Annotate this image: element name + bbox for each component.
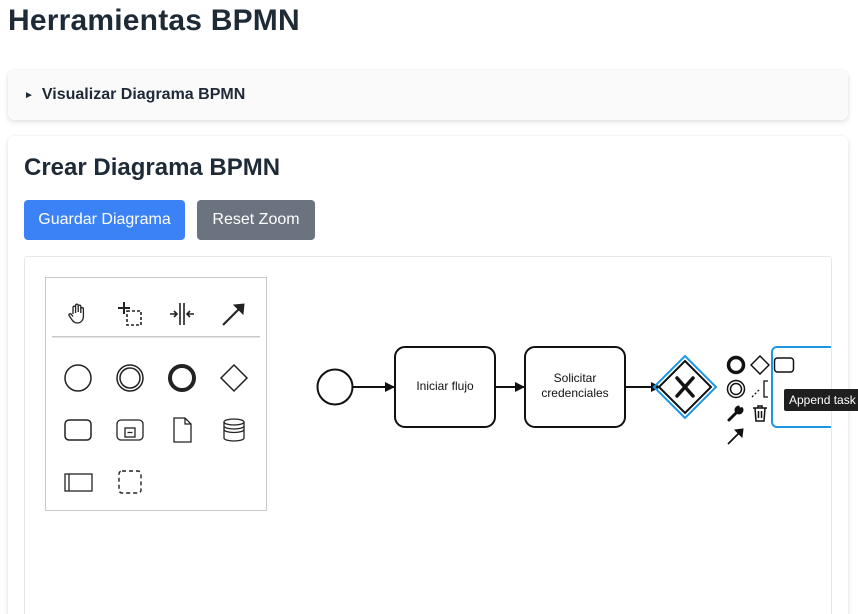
viewer-section-toggle[interactable]: ► Visualizar Diagrama BPMN: [24, 86, 245, 104]
global-connect-tool-icon[interactable]: [214, 294, 254, 334]
task-icon[interactable]: [58, 410, 98, 450]
group-icon[interactable]: [110, 462, 150, 502]
save-diagram-button[interactable]: Guardar Diagrama: [24, 200, 185, 240]
start-event: [316, 368, 354, 406]
gateway-x-marker: [675, 376, 695, 398]
task-shape-1: [394, 346, 496, 428]
bpmn-canvas[interactable]: Iniciar flujo Solicitar credenciales: [24, 256, 832, 614]
viewer-section: ► Visualizar Diagrama BPMN: [8, 70, 848, 120]
append-intermediate-event-icon[interactable]: [725, 378, 747, 400]
space-tool-icon[interactable]: [162, 294, 202, 334]
subprocess-icon[interactable]: [110, 410, 150, 450]
hand-tool-icon[interactable]: [58, 294, 98, 334]
gateway-icon[interactable]: [214, 358, 254, 398]
end-event-icon[interactable]: [162, 358, 202, 398]
change-type-wrench-icon[interactable]: [725, 402, 747, 424]
page-title: Herramientas BPMN: [8, 4, 300, 37]
data-store-icon[interactable]: [214, 410, 254, 450]
task-shape-2: [524, 346, 626, 428]
editor-section: Crear Diagrama BPMN Guardar Diagrama Res…: [8, 136, 848, 614]
diagram-svg: [316, 346, 831, 428]
editor-section-title: Crear Diagrama BPMN: [24, 154, 281, 181]
append-text-annotation-icon[interactable]: [749, 378, 771, 400]
start-event-icon[interactable]: [58, 358, 98, 398]
bpmn-palette: [45, 277, 267, 511]
task-label-1[interactable]: Iniciar flujo: [416, 379, 474, 393]
append-end-event-icon[interactable]: [725, 354, 747, 376]
viewer-section-summary: Visualizar Diagrama BPMN: [41, 86, 246, 103]
delete-trash-icon[interactable]: [749, 402, 771, 424]
data-object-icon[interactable]: [162, 410, 202, 450]
append-task-tooltip: Append task: [784, 389, 858, 411]
task-label-2[interactable]: Solicitar credenciales: [541, 371, 609, 400]
connect-arrow-icon[interactable]: [725, 425, 747, 447]
intermediate-event-icon[interactable]: [110, 358, 150, 398]
append-task-icon[interactable]: [773, 354, 795, 376]
lasso-tool-icon[interactable]: [110, 294, 150, 334]
selection-frame: [771, 346, 831, 428]
disclosure-triangle-icon: ►: [24, 89, 34, 101]
append-gateway-icon[interactable]: [749, 354, 771, 376]
palette-separator: [52, 336, 260, 338]
reset-zoom-button[interactable]: Reset Zoom: [197, 200, 315, 240]
gateway-selection-outline: [652, 354, 718, 420]
pool-icon[interactable]: [58, 462, 98, 502]
